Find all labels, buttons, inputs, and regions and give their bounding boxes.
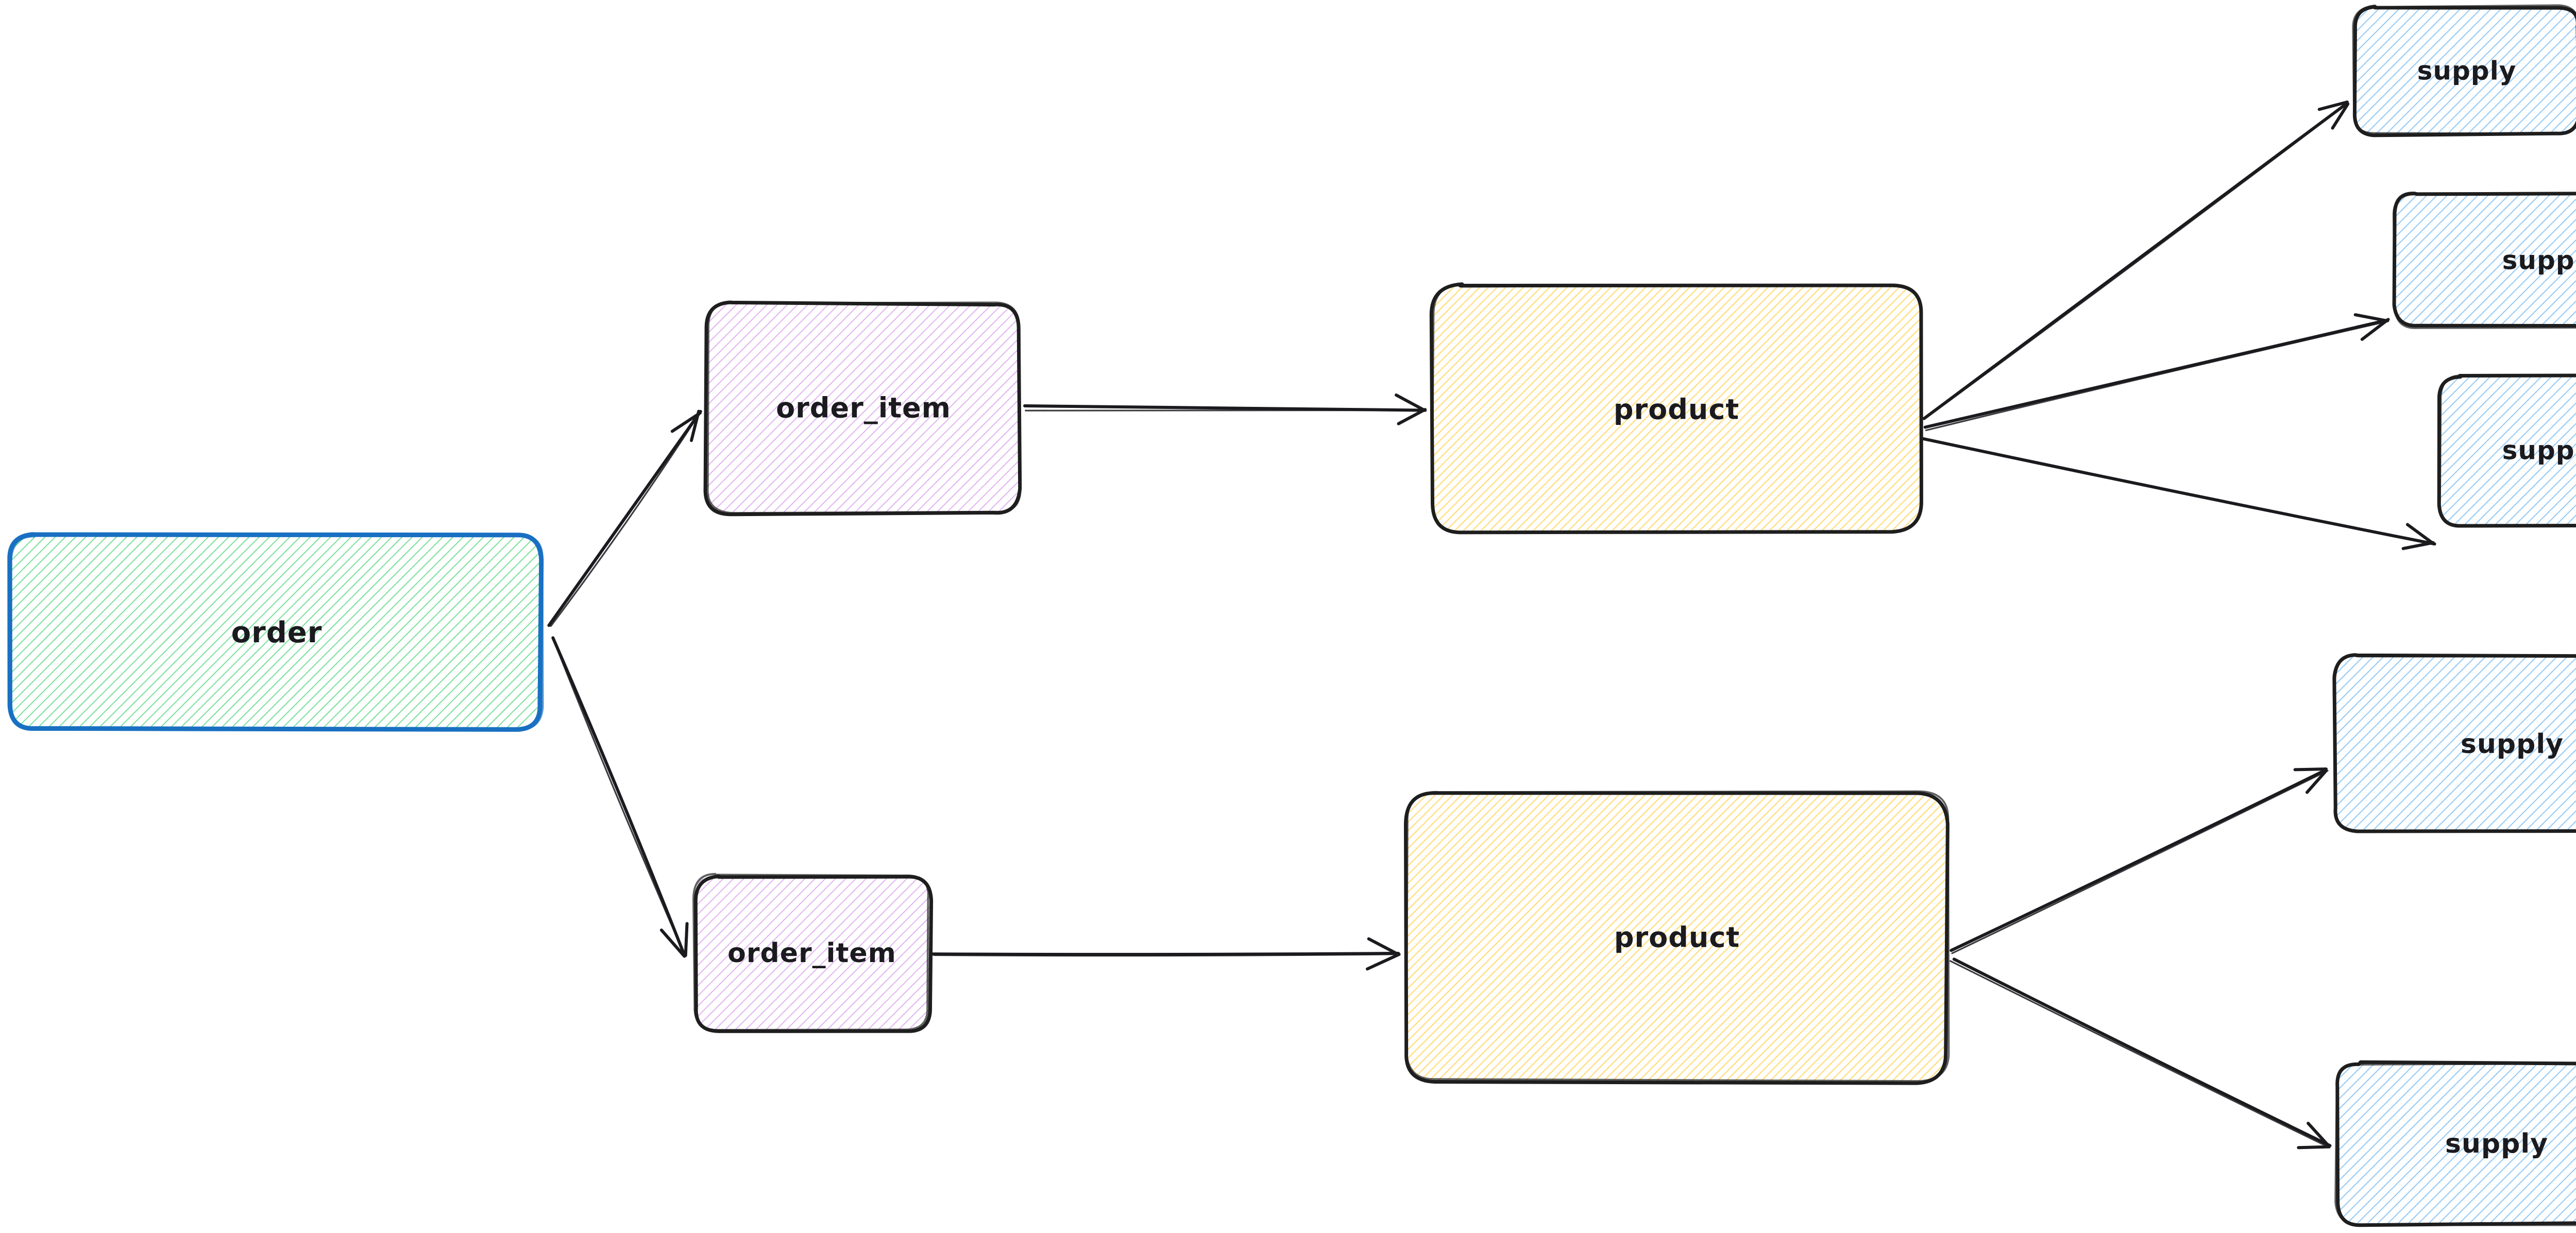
edge-order_item_bottom-to-product_bottom (930, 937, 1401, 971)
node-outline (9, 534, 544, 731)
node-outline (703, 300, 1022, 517)
edge-product_top-to-supply_2 (1923, 313, 2390, 432)
node-product_bottom[interactable]: product (1404, 790, 1950, 1085)
node-label-product_bottom: product (1614, 921, 1740, 954)
node-fill (2336, 1063, 2576, 1223)
edge-product_bottom-to-supply_5 (1950, 957, 2332, 1150)
edges-layer (547, 100, 2436, 1150)
node-label-order_item_bottom: order_item (727, 938, 896, 969)
edge-order-to-order_item_bottom (551, 636, 689, 958)
node-outline (706, 300, 1022, 515)
node-label-supply_1: supply (2417, 56, 2517, 86)
node-label-order_item_top: order_item (776, 392, 951, 424)
node-outline (2438, 373, 2576, 527)
edge-product_bottom-to-supply_4 (1950, 767, 2329, 954)
node-fill (1432, 286, 1921, 534)
node-outline (2332, 653, 2576, 832)
node-supply_3[interactable]: supply (2437, 373, 2576, 528)
node-outline (2392, 192, 2576, 329)
edge-product_top-to-supply_1 (1922, 100, 2350, 420)
node-label-supply_3: supply (2502, 436, 2576, 466)
node-outline (1431, 283, 1922, 534)
node-fill (11, 535, 543, 729)
node-fill (2334, 655, 2576, 832)
node-product_top[interactable]: product (1429, 282, 1923, 535)
node-outline (2352, 5, 2576, 138)
nodes-layer: orderorder_itemproductsupplysupplysupply… (7, 4, 2576, 1227)
node-outline (2352, 4, 2576, 135)
node-outline (2334, 1063, 2576, 1226)
node-fill (2394, 194, 2576, 327)
node-fill (2441, 374, 2576, 526)
node-outline (692, 872, 929, 1031)
node-order_item_bottom[interactable]: order_item (692, 872, 934, 1033)
node-outline (1405, 790, 1950, 1083)
node-label-supply_5: supply (2445, 1128, 2548, 1159)
node-supply_2[interactable]: supply (2392, 192, 2576, 329)
node-label-supply_2: supply (2502, 246, 2576, 276)
node-order[interactable]: order (7, 532, 544, 732)
node-fill (693, 875, 930, 1030)
node-fill (706, 302, 1021, 513)
edge-order_item_top-to-product_top (1023, 393, 1427, 425)
node-supply_5[interactable]: supply (2334, 1060, 2576, 1227)
node-supply_1[interactable]: supply (2352, 4, 2576, 138)
edge-order-to-order_item_top (547, 409, 702, 627)
edge-product_top-to-supply_3 (1922, 437, 2436, 551)
node-fill (1406, 792, 1947, 1082)
node-fill (2353, 7, 2576, 135)
node-label-product_top: product (1614, 393, 1739, 426)
node-label-order: order (231, 616, 323, 649)
node-supply_4[interactable]: supply (2332, 653, 2576, 833)
node-label-supply_4: supply (2461, 729, 2564, 760)
node-order_item_top[interactable]: order_item (703, 300, 1022, 517)
